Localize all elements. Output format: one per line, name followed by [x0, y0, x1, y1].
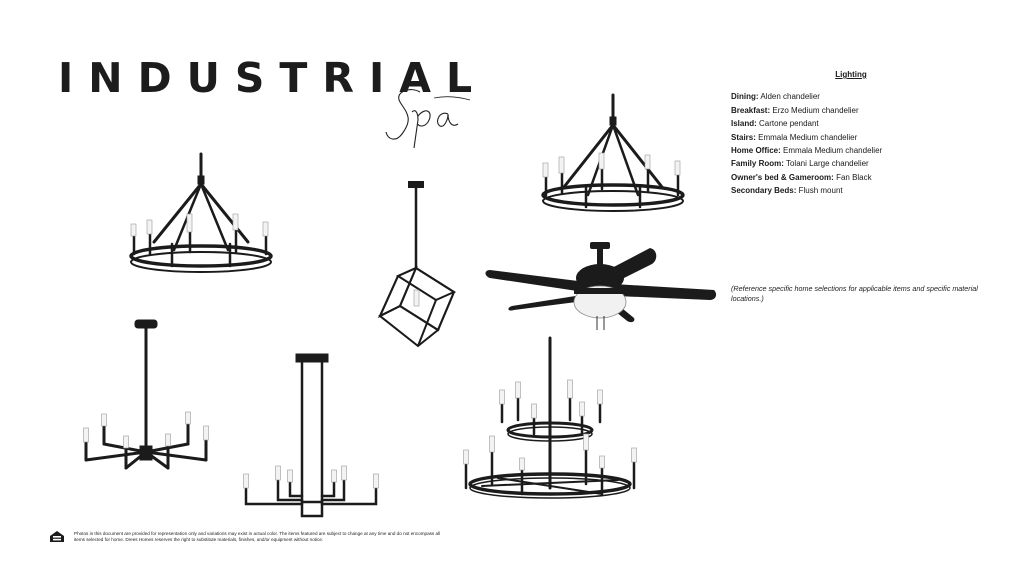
spec-row-dining: Dining: Alden chandelier — [731, 92, 820, 102]
two-tier-chandelier-image — [463, 336, 637, 499]
spec-row-island: Island: Cartone pendant — [731, 119, 819, 129]
equal-housing-icon — [50, 531, 64, 542]
linear-chandelier-image — [243, 353, 379, 518]
spec-row-owners-bed: Owner's bed & Gameroom: Fan Black — [731, 172, 872, 182]
spa-script-lettering — [385, 89, 471, 149]
lighting-spec-list: Lighting Dining: Alden chandelier Breakf… — [731, 68, 981, 198]
spec-row-breakfast: Breakfast: Erzo Medium chandelier — [731, 105, 859, 115]
spec-heading: Lighting — [835, 70, 867, 79]
spec-row-secondary-beds: Secondary Beds: Flush mount — [731, 186, 843, 196]
cube-pendant-image — [377, 181, 457, 348]
ceiling-fan-image — [485, 242, 717, 330]
ring-chandelier-image — [129, 152, 273, 273]
reference-note: (Reference specific home selections for … — [731, 284, 978, 303]
disclaimer-text: Photos in this document are provided for… — [74, 531, 441, 542]
spec-row-family-room: Family Room: Tolani Large chandelier — [731, 159, 869, 169]
ring-chandelier-image-2 — [541, 93, 685, 212]
spoke-chandelier-image — [83, 319, 209, 470]
spec-row-stairs: Stairs: Emmala Medium chandelier — [731, 132, 858, 142]
spec-row-home-office: Home Office: Emmala Medium chandelier — [731, 146, 883, 156]
